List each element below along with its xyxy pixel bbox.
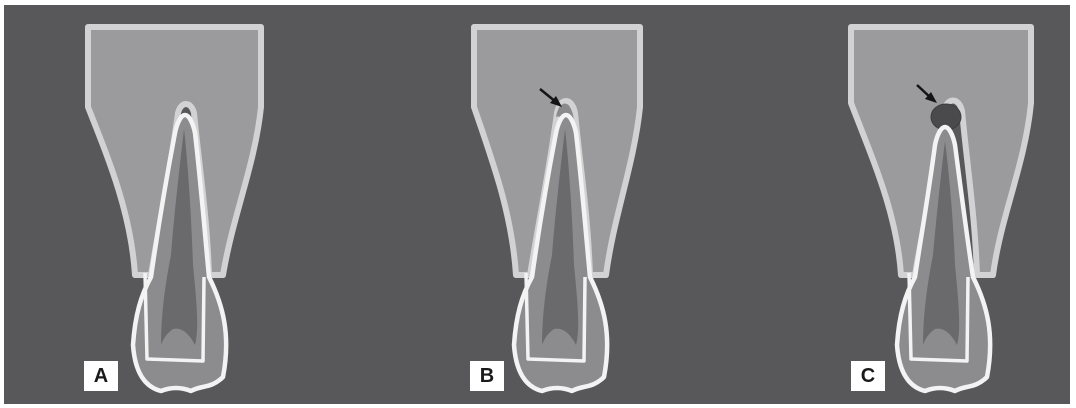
panel-label-c: C bbox=[851, 361, 885, 391]
panel-a: A bbox=[83, 5, 313, 404]
tooth-illustration-c bbox=[849, 5, 1076, 404]
panel-label-a: A bbox=[84, 361, 118, 391]
tooth-illustration-a bbox=[83, 5, 313, 404]
radiograph-diagram-figure: A B C bbox=[4, 5, 1070, 404]
tooth-illustration-b bbox=[470, 5, 700, 404]
panel-c: C bbox=[849, 5, 1076, 404]
panel-b: B bbox=[470, 5, 700, 404]
panel-label-b: B bbox=[470, 361, 504, 391]
